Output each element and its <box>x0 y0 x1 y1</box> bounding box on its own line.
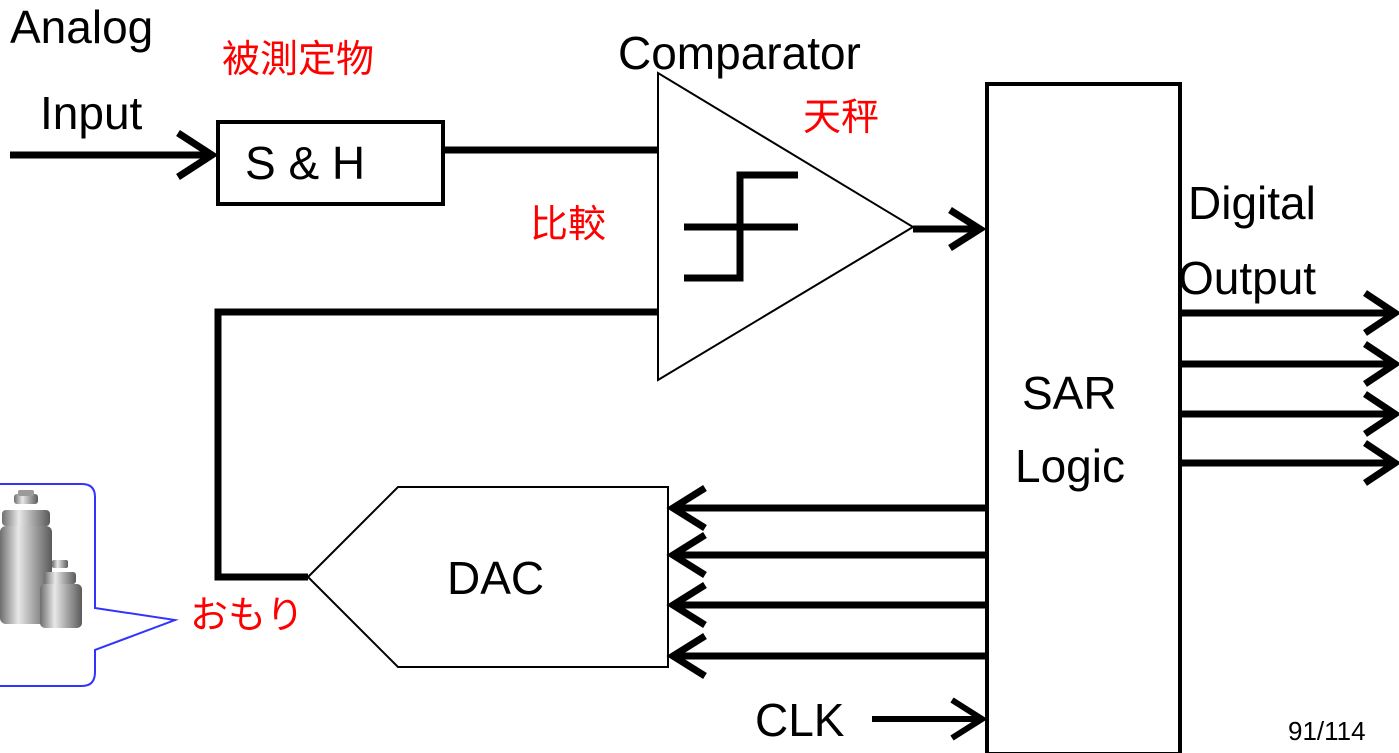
dac-label: DAC <box>447 555 544 601</box>
digital-output-label-line2: Output <box>1178 255 1316 301</box>
sar-to-dac-arrows <box>673 488 987 676</box>
measured-object-annotation: 被測定物 <box>222 40 374 78</box>
comparator-to-sar-arrow <box>913 210 980 248</box>
analog-input-label-line2: Input <box>40 90 142 136</box>
page-number: 91/114 <box>1288 718 1366 744</box>
clk-label: CLK <box>755 697 844 743</box>
compare-annotation: 比較 <box>530 205 606 243</box>
sar-label-line2: Logic <box>1015 443 1125 489</box>
sample-and-hold-label: S & H <box>245 140 365 186</box>
digital-output-label-line1: Digital <box>1188 180 1316 226</box>
balance-annotation: 天秤 <box>803 98 879 136</box>
analog-input-label-line1: Analog <box>10 4 153 50</box>
weights-annotation: おもり <box>190 596 304 634</box>
comparator-label: Comparator <box>618 30 861 76</box>
analog-input-arrow <box>10 133 212 177</box>
sar-label-line1: SAR <box>1022 370 1117 416</box>
clk-arrow <box>872 700 982 738</box>
digital-output-arrows <box>1180 293 1395 483</box>
